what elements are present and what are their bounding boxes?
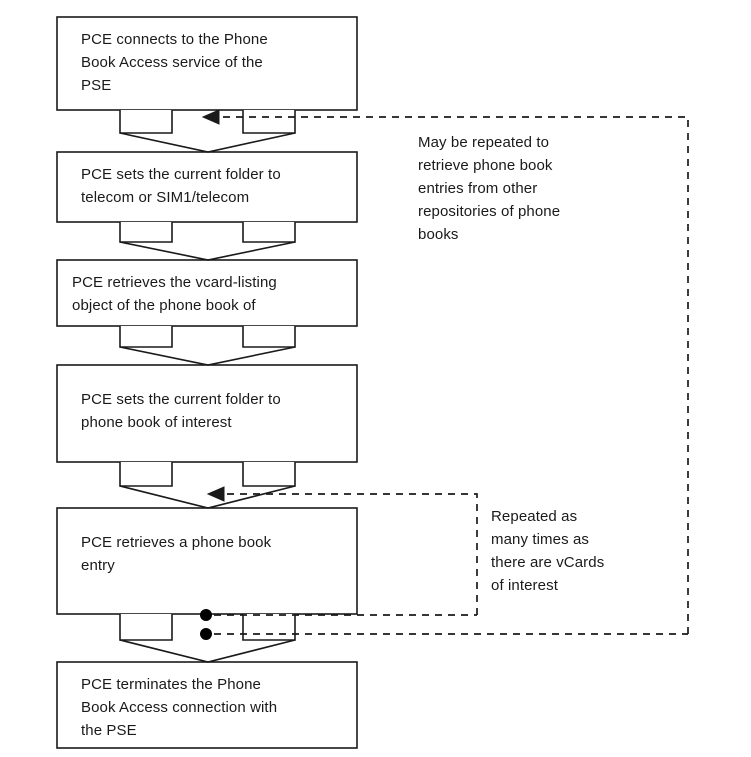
connector-step-2-to-step-3-right-stem: [242, 222, 296, 243]
repeat-dot-lower-icon: [200, 628, 212, 640]
process-box-step-5-label: PCE retrieves a phone book entry: [81, 534, 272, 574]
outer-feedback-loop-arrowhead: [201, 109, 220, 125]
process-box-step-4[interactable]: [56, 364, 358, 463]
inner-feedback-loop-arrowhead: [206, 486, 225, 502]
connector-step-1-to-step-2: [119, 110, 173, 134]
process-box-step-1[interactable]: [56, 16, 358, 111]
connector-step-3-to-step-4-vee: [119, 346, 296, 366]
connector-step-1-to-step-2-right-stem: [242, 110, 296, 134]
process-box-step-6-label: PCE terminates the Phone Book Access con…: [81, 676, 278, 739]
process-box-step-6[interactable]: [56, 661, 358, 749]
process-box-step-2-label: PCE sets the current folder to telecom o…: [81, 166, 281, 206]
connector-step-3-to-step-4-left-stem: [119, 326, 173, 348]
connector-step-5-to-step-6-vee: [119, 639, 296, 663]
process-box-step-4-label: PCE sets the current folder to phone boo…: [81, 391, 281, 431]
outer-loop-note-label: May be repeated to retrieve phone book e…: [418, 134, 561, 243]
connector-step-3-to-step-4-right-stem: [242, 326, 296, 348]
connector-step-5-to-step-6-right-stem: [242, 614, 296, 641]
process-box-step-5[interactable]: [56, 507, 358, 615]
process-box-step-2[interactable]: [56, 151, 358, 223]
process-box-step-1-label: PCE connects to the Phone Book Access se…: [81, 31, 268, 94]
inner-feedback-loop-path: [218, 493, 478, 615]
inner-loop-note-label: Repeated as many times as there are vCar…: [491, 508, 605, 594]
outer-feedback-loop-path: [213, 116, 689, 634]
connector-step-4-to-step-5-right-stem: [242, 462, 296, 487]
connector-step-2-to-step-3-left-stem: [119, 222, 173, 243]
repeat-dot-upper-icon: [200, 609, 212, 621]
connector-step-4-to-step-5-vee: [119, 485, 296, 509]
connector-step-1-to-step-2-vee: [119, 132, 296, 153]
connector-step-2-to-step-3-vee: [119, 241, 296, 261]
connector-step-4-to-step-5-left-stem: [119, 462, 173, 487]
process-box-step-3-label: PCE retrieves the vcard-listing object o…: [72, 274, 277, 314]
connector-step-5-to-step-6-left-stem: [119, 614, 173, 641]
